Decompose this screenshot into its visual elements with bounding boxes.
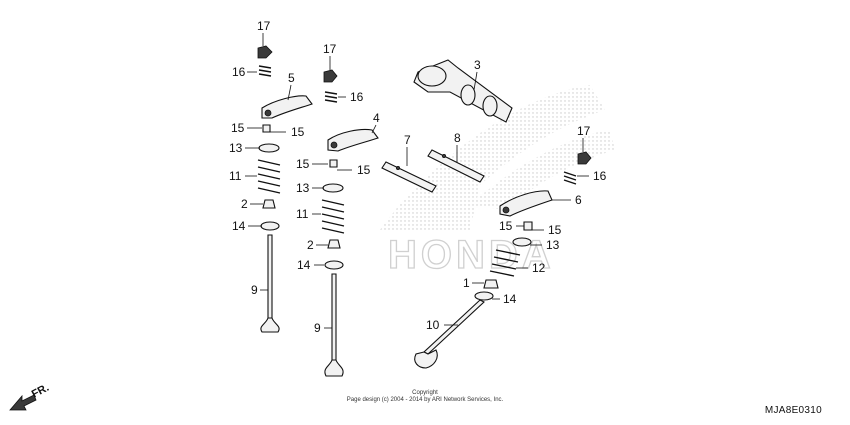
rocker-shaft-7 — [381, 161, 437, 193]
callout-15: 15 — [357, 163, 371, 177]
callout-5: 5 — [288, 71, 295, 85]
callout-9: 9 — [314, 321, 321, 335]
left-valve-stack — [257, 45, 281, 333]
callout-2: 2 — [307, 238, 314, 252]
rocker-arm-6 — [499, 190, 553, 217]
callout-4: 4 — [373, 111, 380, 125]
callout-17: 17 — [323, 42, 337, 56]
callout-8: 8 — [454, 131, 461, 145]
callout-12: 12 — [532, 261, 546, 275]
callout-6: 6 — [575, 193, 582, 207]
callout-15: 15 — [291, 125, 305, 139]
callout-13: 13 — [546, 238, 560, 252]
callout-11: 11 — [229, 169, 242, 183]
leader-lines — [245, 33, 589, 329]
callout-14: 14 — [297, 258, 311, 272]
callout-2: 2 — [241, 197, 248, 211]
callout-15: 15 — [296, 157, 310, 171]
callout-16: 16 — [232, 65, 246, 79]
rocker-shaft-8 — [427, 149, 485, 183]
callout-7: 7 — [404, 133, 411, 147]
callout-14: 14 — [503, 292, 517, 306]
callout-10: 10 — [426, 318, 440, 332]
callout-17: 17 — [577, 124, 591, 138]
callout-1: 1 — [463, 276, 470, 290]
callout-16: 16 — [593, 169, 607, 183]
copyright-line: Copyright — [412, 390, 438, 396]
callout-13: 13 — [229, 141, 243, 155]
callout-14: 14 — [232, 219, 246, 233]
wing-logo-watermark — [380, 85, 615, 230]
callout-13: 13 — [296, 181, 310, 195]
callouts: 17 16 5 15 15 13 11 2 14 9 17 16 4 15 15… — [229, 19, 607, 335]
callout-11: 11 — [296, 207, 309, 221]
callout-17: 17 — [257, 19, 271, 33]
camshaft — [413, 59, 513, 123]
callout-3: 3 — [474, 58, 481, 72]
callout-15: 15 — [499, 219, 513, 233]
rocker-arm-4 — [327, 128, 379, 152]
right-valve-stack — [414, 151, 592, 369]
callout-9: 9 — [251, 283, 258, 297]
diagram-code: MJA8E0310 — [764, 405, 822, 416]
callout-16: 16 — [350, 90, 364, 104]
middle-valve-stack — [321, 69, 345, 377]
page-design-notice: Page design (c) 2004 - 2014 by ARI Netwo… — [346, 397, 504, 403]
callout-15: 15 — [548, 223, 562, 237]
callout-15: 15 — [231, 121, 245, 135]
rocker-arm-5 — [261, 95, 313, 119]
